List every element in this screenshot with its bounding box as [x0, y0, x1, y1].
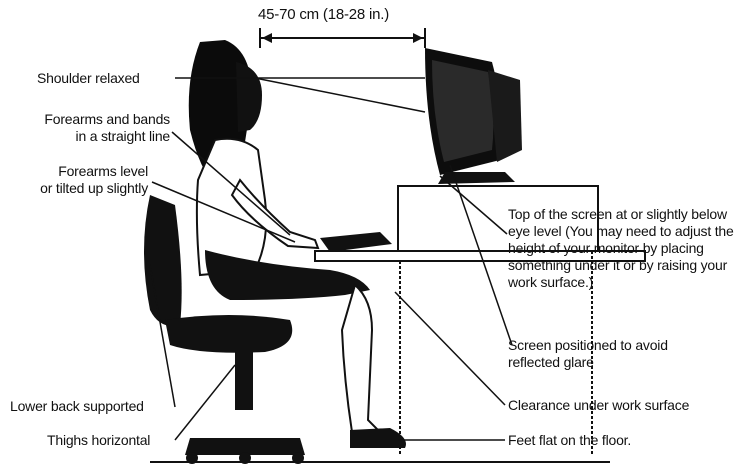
distance-arrow — [260, 28, 425, 48]
forearms-line-label-2: in a straight line — [10, 128, 170, 145]
monitor — [425, 48, 522, 184]
screen-top-label: Top of the screen at or slightly below e… — [508, 206, 740, 291]
keyboard — [320, 232, 392, 252]
glare-label-1: Screen positioned to avoid — [508, 337, 668, 354]
clearance-label: Clearance under work surface — [508, 397, 689, 414]
forearms-level-label-1: Forearms level — [10, 163, 148, 180]
shoulder-label: Shoulder relaxed — [37, 70, 140, 87]
thighs-label: Thighs horizontal — [47, 432, 150, 449]
feet-label: Feet flat on the floor. — [508, 432, 631, 449]
glare-label-2: reflected glare — [508, 354, 594, 371]
distance-label: 45-70 cm (18-28 in.) — [258, 6, 389, 23]
forearms-line-label-1: Forearms and bands — [10, 111, 170, 128]
forearms-level-label-2: or tilted up slightly — [10, 180, 148, 197]
lower-back-label: Lower back supported — [10, 398, 144, 415]
